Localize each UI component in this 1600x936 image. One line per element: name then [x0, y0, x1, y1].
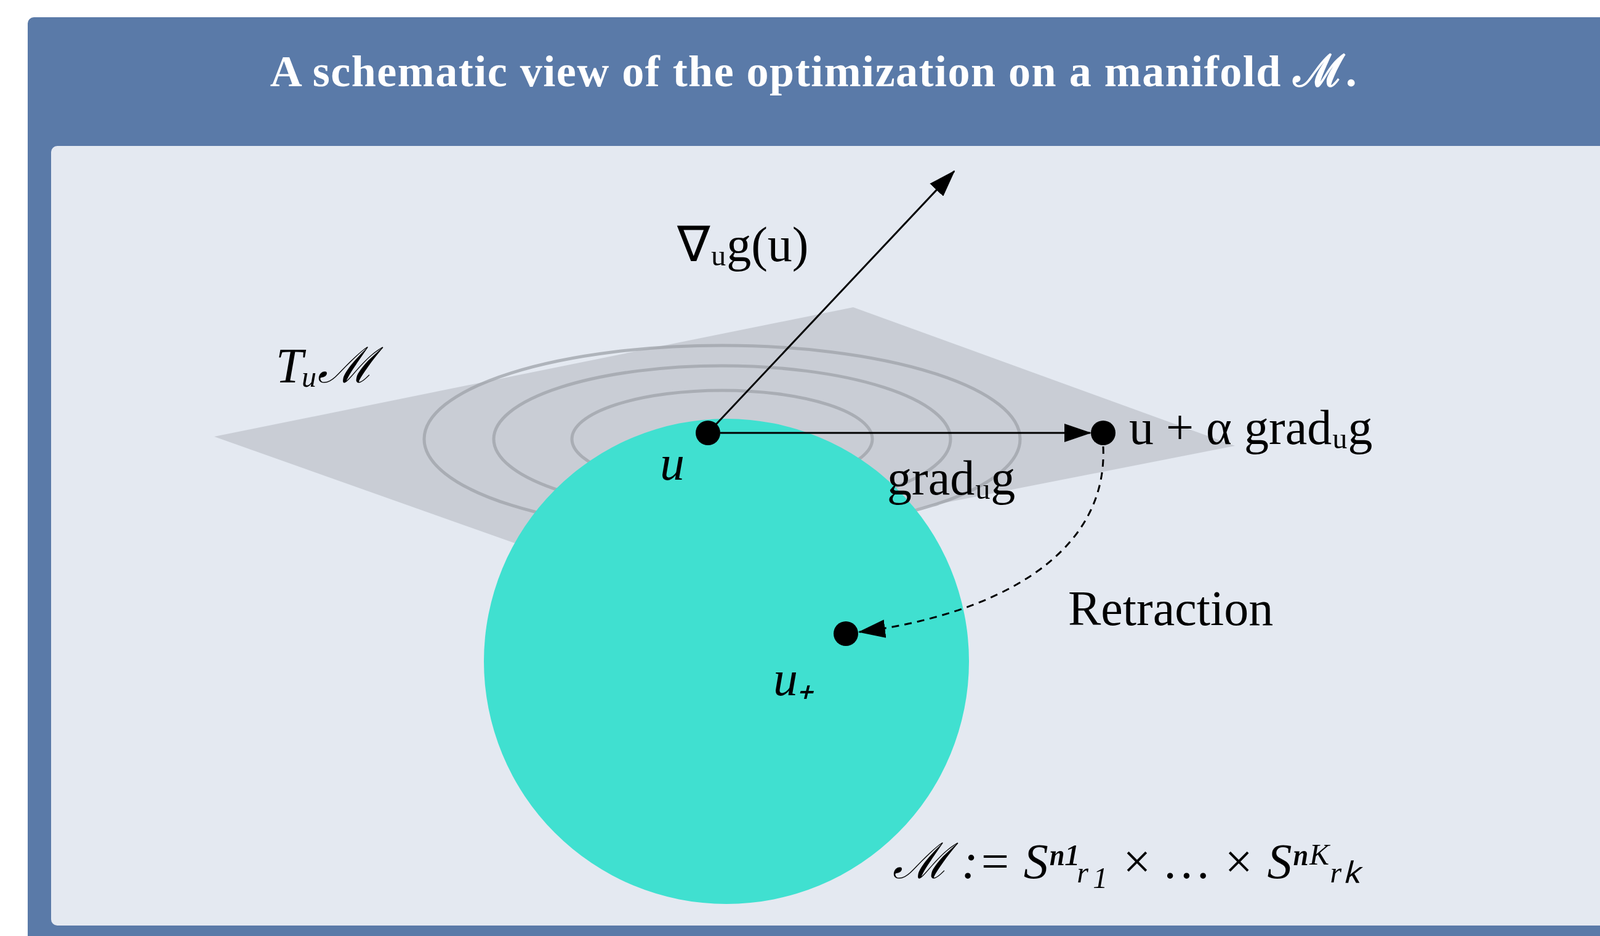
math-label: ∇ᵤg(u) — [677, 217, 809, 272]
node-label: Tᵤℳ — [275, 338, 375, 393]
edge-label-wrap: Retraction — [1068, 580, 1274, 637]
point-marker: u — [695, 420, 721, 446]
edge-label-wrap: gradᵤg — [887, 450, 1016, 507]
edge-label: gradᵤg — [887, 450, 1016, 505]
edge-label: Retraction — [1068, 581, 1274, 636]
step-arrow — [720, 432, 1091, 435]
title-bar: A schematic view of the optimization on … — [27, 49, 1600, 94]
node-label: u₊ — [773, 651, 815, 706]
node-label: u — [659, 435, 685, 491]
label-wrap: ∇ᵤg(u) — [677, 215, 809, 273]
title-text: A schematic view of the optimization on … — [270, 46, 1358, 97]
point-marker: u₊ — [833, 621, 859, 646]
node-label-wrap: u + α gradᵤg — [1129, 399, 1373, 456]
node-label: ℳ := Sⁿ¹ᵣ₁ × … × Sⁿᴷᵣₖ — [892, 834, 1362, 889]
node-label-wrap: ℳ := Sⁿ¹ᵣ₁ × … × Sⁿᴷᵣₖ — [892, 824, 1362, 893]
retraction-curve — [859, 446, 1104, 632]
point-marker: u + α gradᵤg — [1090, 420, 1116, 446]
node-label-wrap: Tᵤℳ — [275, 329, 375, 397]
node-label: u + α gradᵤg — [1129, 400, 1373, 455]
gradient-arrow — [707, 171, 955, 433]
node-label-wrap: u₊ — [773, 642, 815, 710]
node-label-wrap: u — [659, 435, 685, 492]
